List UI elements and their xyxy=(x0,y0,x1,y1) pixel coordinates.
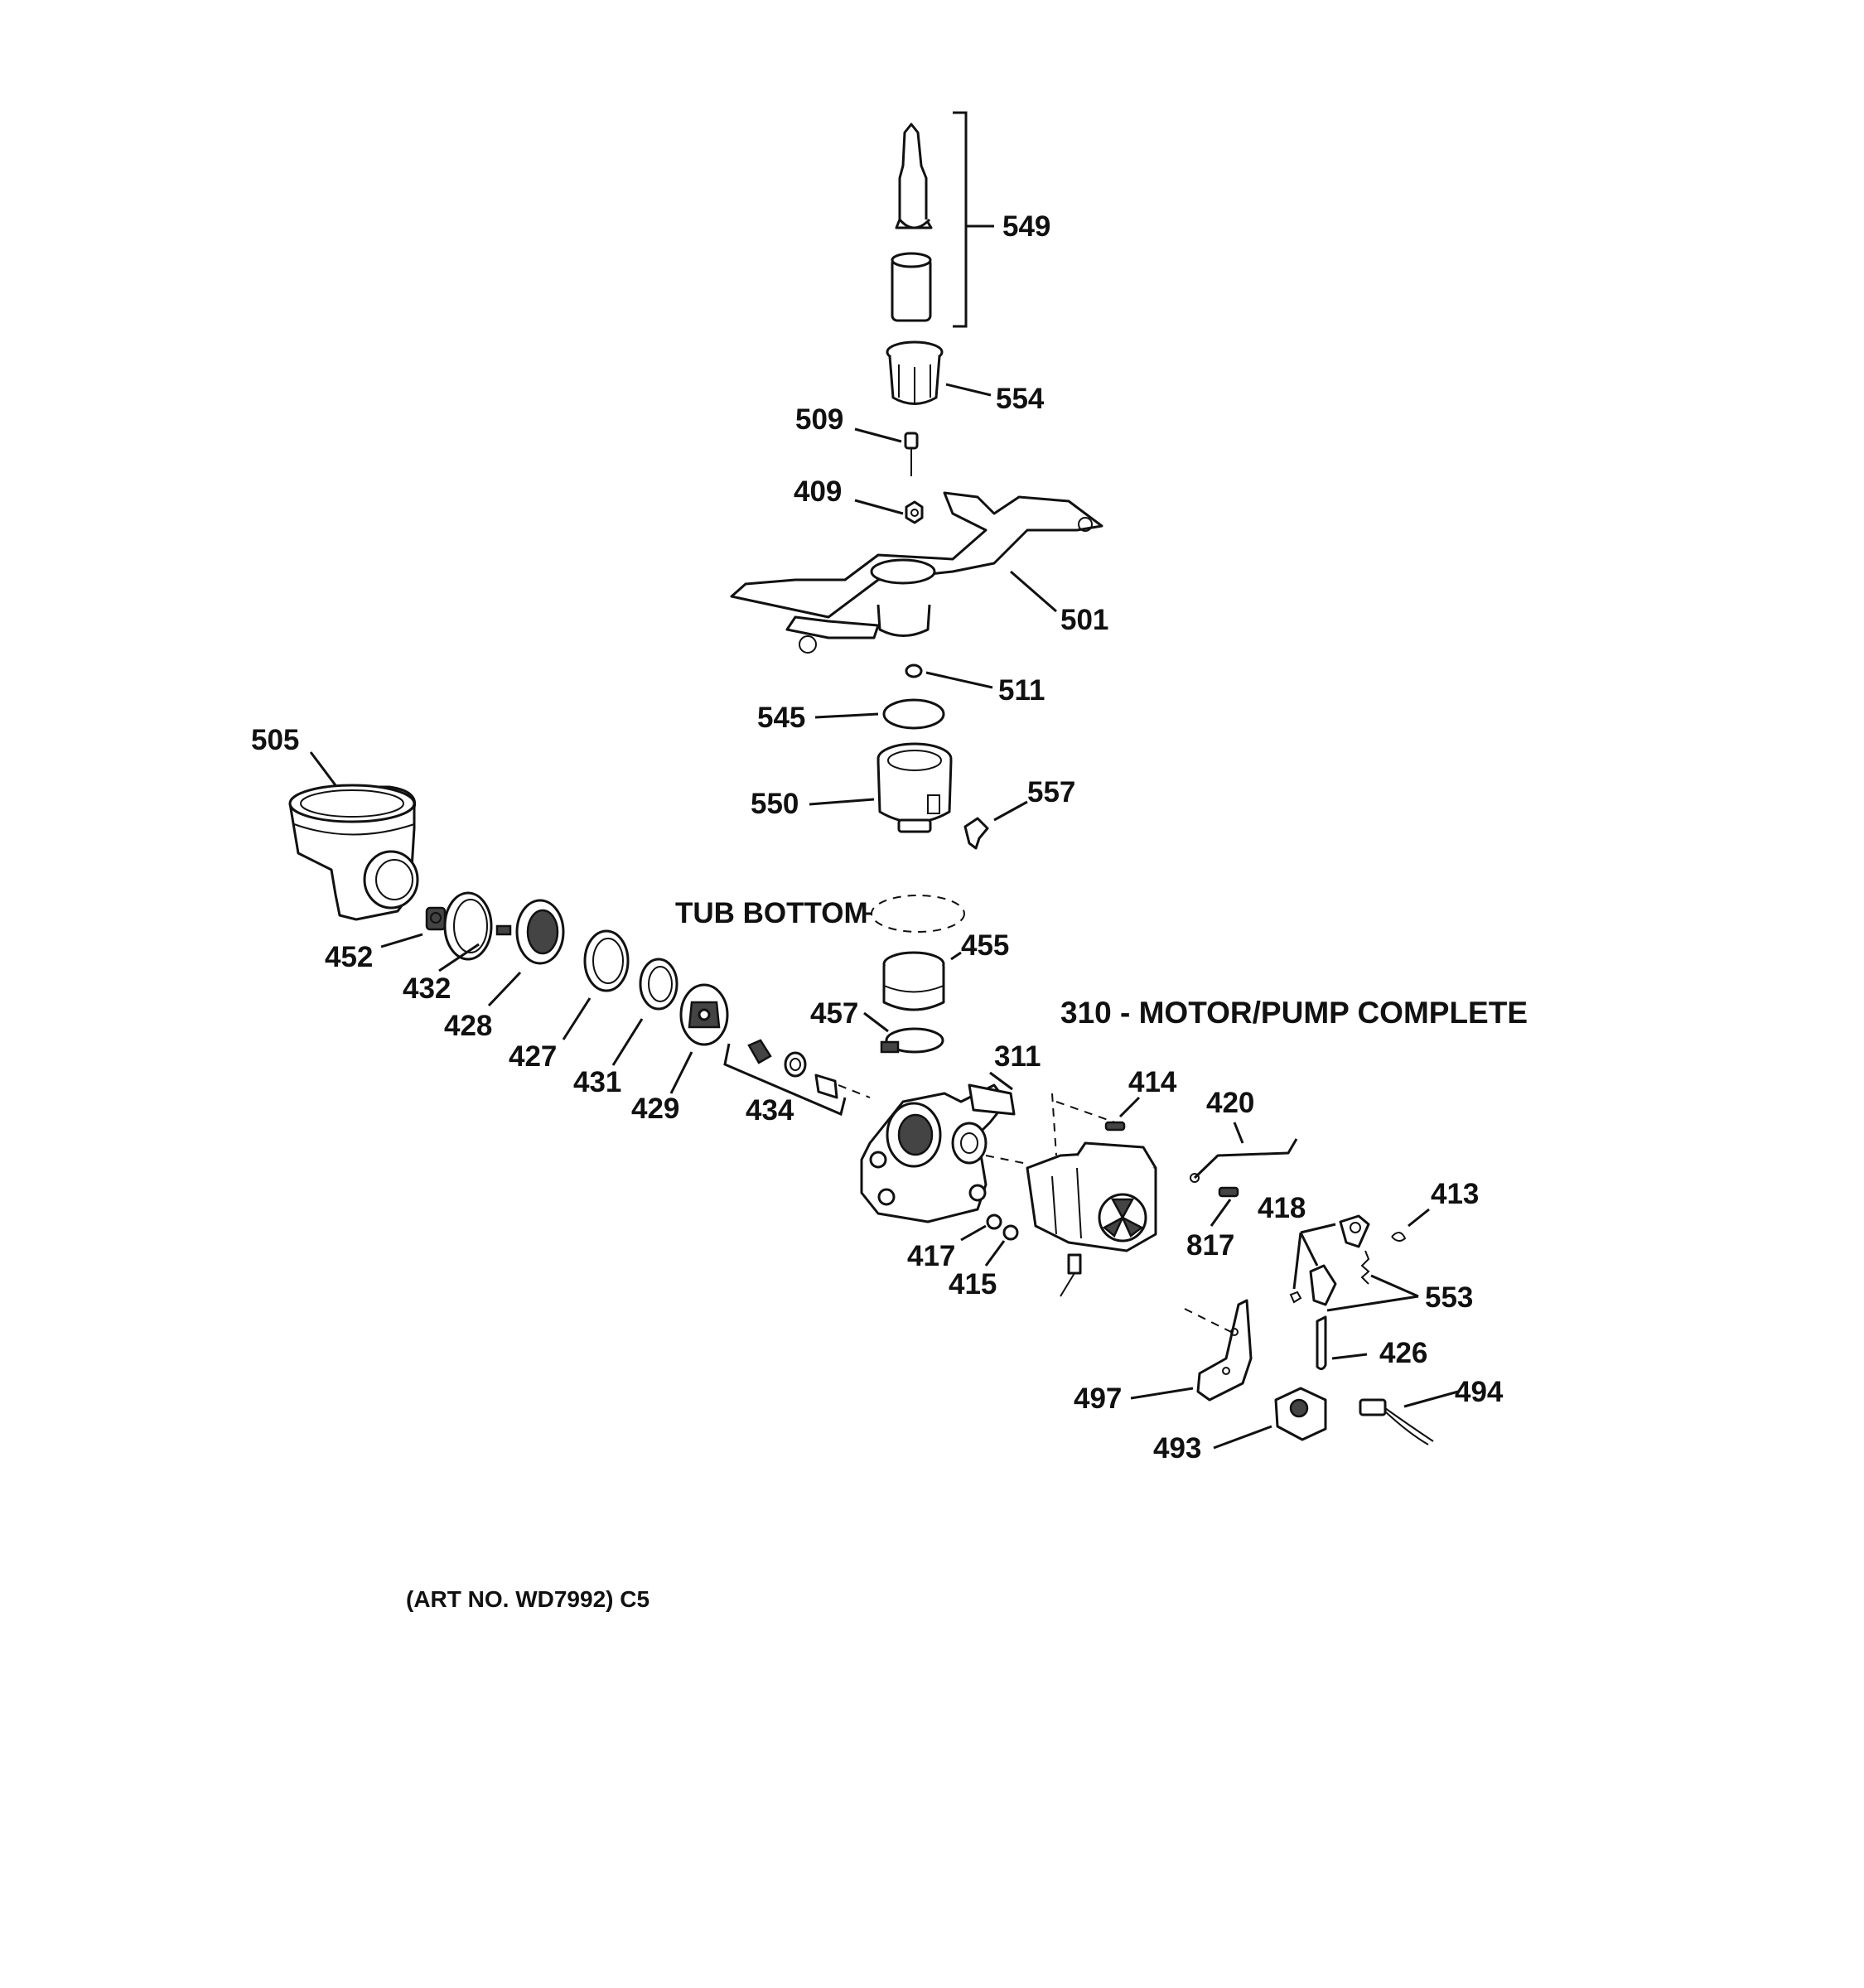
label-557: 557 xyxy=(1027,776,1075,808)
part-545-ring-icon xyxy=(882,698,945,730)
part-414-screw-icon xyxy=(1104,1121,1126,1132)
part-493-solenoid-icon xyxy=(1274,1387,1327,1441)
part-432-ring-icon xyxy=(443,891,493,961)
part-550-sump-icon xyxy=(876,742,953,833)
tub-bottom-ring-icon xyxy=(871,895,965,933)
part-501-spray-arm-icon xyxy=(730,491,1103,654)
label-414: 414 xyxy=(1128,1066,1177,1098)
label-420: 420 xyxy=(1206,1087,1254,1119)
label-431: 431 xyxy=(573,1066,621,1098)
part-457-clamp-icon xyxy=(880,1027,944,1054)
label-553: 553 xyxy=(1425,1281,1473,1314)
part-417-washer-icon xyxy=(986,1214,1002,1230)
part-311-pump-housing-icon xyxy=(860,1083,1016,1223)
label-426: 426 xyxy=(1379,1337,1427,1369)
label-452: 452 xyxy=(325,941,373,973)
label-509: 509 xyxy=(795,403,843,436)
label-427: 427 xyxy=(509,1040,557,1073)
label-493: 493 xyxy=(1153,1432,1201,1464)
label-415: 415 xyxy=(949,1268,997,1300)
part-817-screw-icon xyxy=(1218,1186,1239,1198)
part-413-clip-icon xyxy=(1391,1232,1407,1242)
label-549: 549 xyxy=(1002,210,1050,243)
tub-bottom-label: TUB BOTTOM xyxy=(675,897,868,929)
label-413: 413 xyxy=(1431,1178,1479,1210)
part-509-screw-icon xyxy=(904,432,919,476)
part-428-filter-icon xyxy=(495,899,565,965)
part-497-bracket-icon xyxy=(1196,1299,1253,1402)
label-457: 457 xyxy=(810,997,858,1030)
label-417: 417 xyxy=(907,1240,955,1272)
label-511: 511 xyxy=(998,674,1045,707)
part-434-seal-icon xyxy=(747,1039,838,1099)
part-409-nut-icon xyxy=(905,500,924,524)
label-455: 455 xyxy=(961,929,1009,962)
motor-pump-caption: 310 - MOTOR/PUMP COMPLETE xyxy=(1060,996,1528,1030)
part-415-washer-icon xyxy=(1002,1224,1019,1241)
label-554: 554 xyxy=(996,383,1045,415)
label-428: 428 xyxy=(444,1010,492,1042)
label-505: 505 xyxy=(251,724,299,756)
part-505-housing-icon xyxy=(288,784,419,921)
label-550: 550 xyxy=(751,788,799,820)
part-427-ring-icon xyxy=(583,929,630,992)
part-418-latch-icon xyxy=(1289,1214,1370,1306)
label-311: 311 xyxy=(994,1040,1041,1073)
part-549-tower-icon xyxy=(891,123,933,322)
part-511-nut-icon xyxy=(905,663,923,678)
part-452-clamp-icon xyxy=(425,906,447,931)
part-420-rod-icon xyxy=(1193,1138,1298,1180)
label-432: 432 xyxy=(403,972,451,1005)
label-434: 434 xyxy=(746,1094,794,1127)
part-554-cap-icon xyxy=(886,340,944,405)
part-455-gasket-icon xyxy=(882,951,945,1011)
label-429: 429 xyxy=(631,1093,679,1125)
art-number: (ART NO. WD7992) C5 xyxy=(406,1586,650,1612)
part-429-impeller-icon xyxy=(679,983,729,1046)
part-557-clip-icon xyxy=(963,817,989,850)
label-409: 409 xyxy=(794,475,842,508)
label-418: 418 xyxy=(1258,1192,1306,1224)
label-501: 501 xyxy=(1060,604,1108,636)
part-494-connector-icon xyxy=(1359,1398,1434,1445)
label-494: 494 xyxy=(1455,1376,1504,1408)
label-545: 545 xyxy=(757,702,805,734)
label-817: 817 xyxy=(1186,1229,1234,1262)
label-497: 497 xyxy=(1074,1382,1122,1415)
part-motor-icon xyxy=(1026,1141,1157,1297)
part-426-pin-icon xyxy=(1316,1315,1327,1371)
